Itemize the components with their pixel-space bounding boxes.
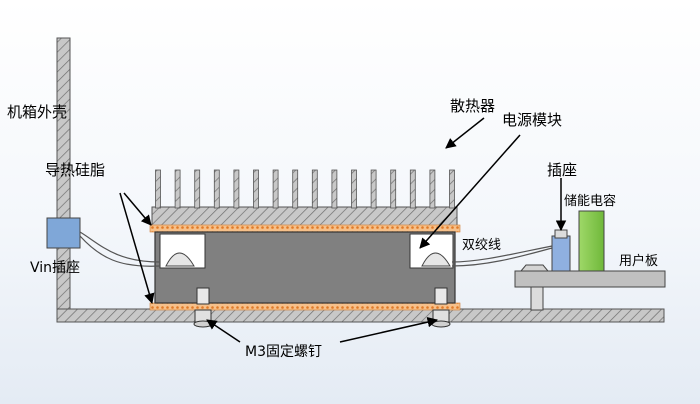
arrow-heatsink: [445, 117, 485, 149]
label-storage-capacitor: 储能电容: [564, 194, 617, 209]
twisted-pair-left: [79, 231, 161, 267]
heatsink-fin: [272, 169, 279, 209]
arrow-screw-right: [339, 316, 439, 343]
heatsink-fin: [233, 169, 240, 209]
label-vin-connector: Vin插座: [30, 260, 81, 276]
label-power-module: 电源模块: [502, 111, 563, 129]
label-enclosure: 机箱外壳: [7, 103, 68, 121]
heatsink-fin: [174, 169, 181, 209]
label-connector: 插座: [547, 161, 578, 179]
label-heatsink: 散热器: [450, 97, 496, 115]
heatsink-fin: [213, 169, 220, 209]
label-m3-screw: M3固定螺钉: [245, 344, 322, 360]
user-board: [514, 264, 666, 311]
heatsink-fin: [449, 169, 455, 209]
heatsink: [151, 169, 458, 227]
heatsink-fin: [253, 169, 259, 209]
heatsink-fins: [155, 169, 455, 209]
heatsink-fin: [331, 169, 338, 209]
heatsink-fin: [155, 169, 161, 209]
twisted-pair-right: [451, 245, 553, 267]
heatsink-fin: [370, 169, 377, 209]
heatsink-fin: [409, 169, 416, 209]
heatsink-fin: [311, 169, 318, 209]
arrow-grease-bottom: [119, 192, 155, 305]
heatsink-fin: [194, 169, 201, 209]
vin-connector-box: [46, 217, 81, 249]
label-thermal-grease: 导热硅脂: [45, 161, 106, 179]
arrow-power-module: [419, 134, 521, 249]
leader-arrows: [119, 117, 567, 343]
heatsink-fin: [292, 169, 299, 209]
heatsink-fin: [351, 169, 357, 209]
arrow-screw-left: [206, 319, 241, 343]
label-twisted-pair: 双绞线: [462, 238, 502, 253]
board-connector: [551, 229, 571, 272]
thermal-grease-top: [149, 224, 461, 233]
storage-capacitor: [578, 210, 605, 272]
label-user-board: 用户板: [619, 254, 659, 269]
heatsink-fin: [390, 169, 397, 209]
arrow-grease-top: [123, 192, 152, 226]
heatsink-fin: [429, 169, 436, 209]
